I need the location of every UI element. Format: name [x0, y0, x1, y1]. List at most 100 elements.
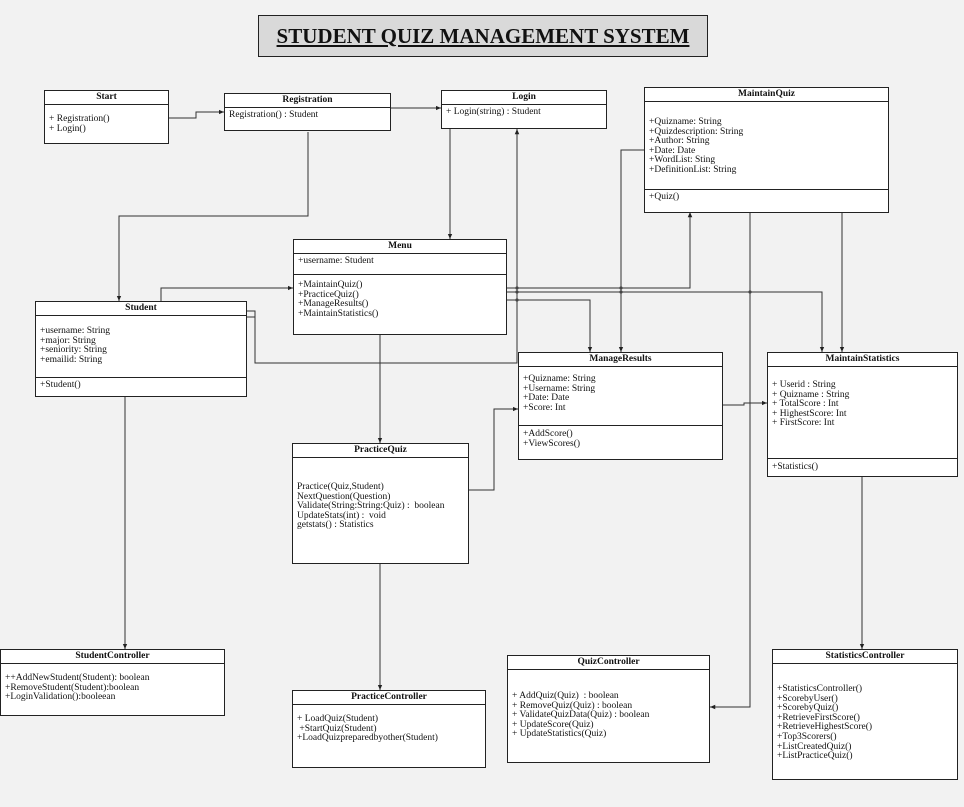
method: + Registration() [49, 114, 110, 124]
class-manage-results: ManageResults+Quizname: String+Username:… [518, 352, 723, 460]
attribute: +major: String [40, 335, 96, 346]
class-maintain-statistics: MaintainStatistics+ Userid : String+ Qui… [767, 352, 958, 477]
attributes-section: +username: String+major: String+seniorit… [36, 316, 246, 378]
attribute: +Date: Date [523, 393, 570, 404]
attribute: +Quizname: String [649, 117, 722, 127]
attribute: + Quizname : String [772, 389, 850, 400]
method: +PracticeQuiz() [298, 289, 359, 300]
method: +ListCreatedQuiz() [777, 741, 852, 752]
method: +MaintainQuiz() [298, 280, 363, 290]
methods-section: +MaintainQuiz()+PracticeQuiz()+ManageRes… [294, 275, 506, 321]
methods-section: + LoadQuiz(Student) +StartQuiz(Student)+… [293, 705, 485, 746]
class-practice-controller: PracticeController+ LoadQuiz(Student) +S… [292, 690, 486, 768]
class-name: MaintainQuiz [645, 88, 888, 102]
class-login: Login + Login(string) : Student [441, 90, 607, 129]
attributes-section: + Userid : String+ Quizname : String+ To… [768, 367, 957, 459]
attribute: +WordList: Sting [649, 155, 716, 166]
method: +StartQuiz(Student) [297, 723, 377, 734]
class-name: QuizController [508, 656, 709, 670]
method: getstats() : Statistics [297, 520, 374, 531]
method: + LoadQuiz(Student) [297, 714, 379, 724]
class-name: Registration [225, 94, 390, 108]
methods-section: + Login(string) : Student [442, 105, 606, 120]
attribute: +Quizdescription: String [649, 126, 744, 137]
method: +Quiz() [649, 192, 680, 202]
class-maintain-quiz: MaintainQuiz+Quizname: String+Quizdescri… [644, 87, 889, 213]
method: + AddQuiz(Quiz) : boolean [512, 691, 619, 701]
attribute: + TotalScore : Int [772, 399, 839, 410]
class-name: Login [442, 91, 606, 105]
edge-maintain-quiz-manage-results [618, 149, 645, 352]
methods-section: Practice(Quiz,Student)NextQuestion(Quest… [293, 458, 468, 533]
method: +Student() [40, 380, 81, 390]
method: UpdateStats(int) : void [297, 510, 386, 521]
edge-registration-student [116, 132, 309, 301]
method: + UpdateScore(Quiz) [512, 719, 594, 730]
edge-maintain-quiz-quiz-controller [710, 212, 751, 710]
edge-student-login [254, 129, 520, 364]
edge-menu-maintain-statistics [507, 291, 825, 352]
method: + ValidateQuizData(Quiz) : boolean [512, 710, 650, 721]
attribute: +emailid: String [40, 354, 103, 365]
edge-menu-manage-results [507, 299, 593, 352]
attribute: +Username: String [523, 383, 596, 394]
method: +ViewScores() [523, 438, 581, 449]
methods-section: + Registration()+ Login() [45, 105, 168, 136]
method: + UpdateStatistics(Quiz) [512, 729, 607, 740]
method: +ScorebyUser() [777, 693, 838, 704]
methods-section: Registration() : Student [225, 108, 390, 123]
method: + RemoveQuiz(Quiz) : boolean [512, 700, 633, 711]
method: NextQuestion(Question) [297, 491, 391, 502]
class-name: StatisticsController [773, 650, 957, 664]
edge-student-menu-ret [247, 310, 256, 318]
method: +StatisticsController() [777, 684, 863, 694]
class-name: MaintainStatistics [768, 353, 957, 367]
diagram-title: STUDENT QUIZ MANAGEMENT SYSTEM [258, 15, 708, 57]
class-name: Menu [294, 240, 506, 254]
attribute: +Date: Date [649, 145, 696, 156]
method: +ScorebyQuiz() [777, 703, 839, 714]
attribute: +seniority: String [40, 345, 107, 356]
edge-menu-maintain-quiz [507, 212, 693, 289]
attribute: + FirstScore: Int [772, 418, 835, 429]
method: +RetrieveFirstScore() [777, 712, 860, 723]
class-start: Start+ Registration()+ Login() [44, 90, 169, 144]
method: +Statistics() [772, 462, 818, 472]
class-name: ManageResults [519, 353, 722, 367]
attribute: +Score: Int [523, 402, 566, 413]
class-student-controller: StudentController++AddNewStudent(Student… [0, 649, 225, 716]
class-name: Start [45, 91, 168, 105]
attribute: + Userid : String [772, 380, 836, 390]
class-name: StudentController [1, 650, 224, 664]
edge-start-registration [169, 109, 224, 119]
method: +AddScore() [523, 429, 573, 439]
methods-section: +AddScore()+ViewScores() [519, 426, 722, 451]
methods-section: +StatisticsController()+ScorebyUser()+Sc… [773, 664, 957, 764]
attribute: +username: Student [298, 256, 374, 266]
method: +RemoveStudent(Student):boolean [5, 682, 140, 693]
class-student: Student+username: String+major: String+s… [35, 301, 247, 397]
method: +RetrieveHighestScore() [777, 722, 873, 733]
attribute: +username: String [40, 326, 110, 336]
methods-section: + AddQuiz(Quiz) : boolean+ RemoveQuiz(Qu… [508, 670, 709, 742]
method: + Login() [49, 123, 86, 134]
attribute: +Quizname: String [523, 374, 596, 384]
edge-student-menu [160, 285, 293, 301]
method: +MaintainStatistics() [298, 308, 379, 319]
class-menu: Menu +username: Student +MaintainQuiz()+Pr… [293, 239, 507, 335]
methods-section: ++AddNewStudent(Student): boolean+Remove… [1, 664, 224, 705]
method: Practice(Quiz,Student) [297, 482, 384, 492]
class-quiz-controller: QuizController+ AddQuiz(Quiz) : boolean+… [507, 655, 710, 763]
attributes-section: +Quizname: String+Username: String+Date:… [519, 367, 722, 426]
method: ++AddNewStudent(Student): boolean [5, 673, 150, 683]
method: + Login(string) : Student [446, 107, 541, 117]
attributes-section: +Quizname: String+Quizdescription: Strin… [645, 102, 888, 190]
class-name: PracticeQuiz [293, 444, 468, 458]
attributes-section: +username: Student [294, 254, 506, 275]
edge-practice-quiz-manage-results [469, 406, 518, 491]
method: +ManageResults() [298, 299, 369, 310]
method: Validate(String:String:Quiz) : boolean [297, 501, 445, 512]
methods-section: +Student() [36, 378, 246, 393]
class-name: PracticeController [293, 691, 485, 705]
